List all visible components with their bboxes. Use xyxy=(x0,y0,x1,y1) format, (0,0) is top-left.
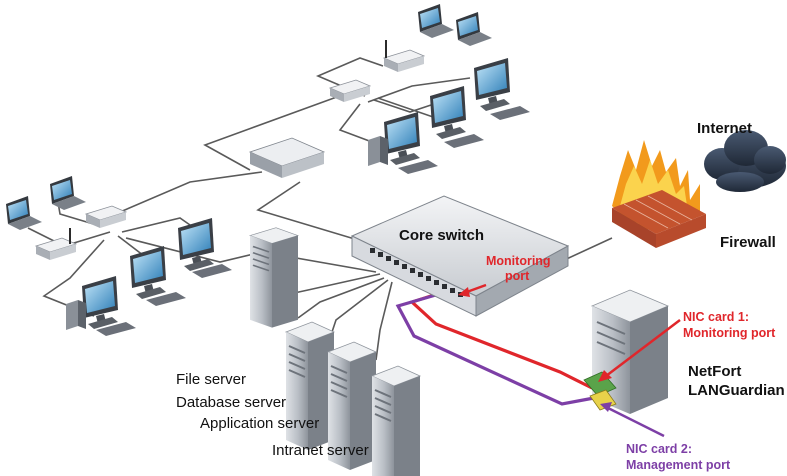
application-server-label: Application server xyxy=(200,415,320,432)
intranet-server-label: Intranet server xyxy=(272,442,369,459)
laptop-top-1 xyxy=(418,4,454,38)
nic2-label-line2: Management port xyxy=(626,458,731,472)
monitoring-link xyxy=(408,286,593,390)
management-link xyxy=(395,290,595,406)
file-server-label: File server xyxy=(176,371,247,388)
workstation-left-1 xyxy=(178,218,232,278)
intranet-server xyxy=(371,365,421,476)
database-server-label: Database server xyxy=(176,394,287,411)
distribution-switch xyxy=(248,137,326,178)
core-switch-label: Core switch xyxy=(399,227,485,244)
product-label-line2: LANGuardian xyxy=(688,382,785,399)
workstation-left-2 xyxy=(130,246,186,306)
internet-label: Internet xyxy=(697,120,753,137)
laptop-left-1 xyxy=(50,176,86,210)
laptop-top-2 xyxy=(456,12,492,46)
languardian-server xyxy=(583,289,670,414)
internet-cloud-icon xyxy=(704,130,786,192)
nic1-label-line2: Monitoring port xyxy=(683,326,776,340)
access-switch-left xyxy=(85,205,127,229)
core-switch xyxy=(350,195,570,317)
wireless-router-top xyxy=(383,40,425,73)
workstation-left-3 xyxy=(66,276,136,336)
file-server xyxy=(249,226,299,329)
nic2-arrow xyxy=(600,402,665,438)
monitoring-port-label-line1: Monitoring xyxy=(486,254,551,268)
nic1-label-line1: NIC card 1: xyxy=(683,310,749,324)
workstation-top-3 xyxy=(368,112,438,174)
nic1-arrow xyxy=(598,319,681,382)
monitoring-port-arrow xyxy=(458,283,487,297)
firewall-label: Firewall xyxy=(720,234,776,251)
workstation-top-1 xyxy=(474,58,530,120)
monitoring-port-label-line2: port xyxy=(505,269,530,283)
product-label-line1: NetFort xyxy=(688,363,742,380)
laptop-left-2 xyxy=(6,196,42,230)
wireless-router-left xyxy=(35,228,77,261)
nic2-label-line1: NIC card 2: xyxy=(626,442,692,456)
firewall-icon xyxy=(612,140,706,248)
